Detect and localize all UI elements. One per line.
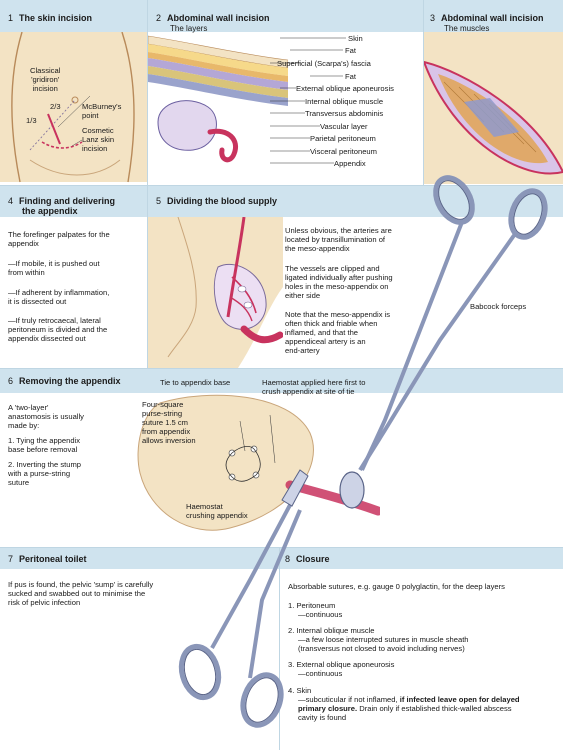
row-divider-1	[0, 185, 563, 186]
row-divider-2	[0, 368, 563, 369]
layer-label-scarpa: Superficial (Scarpa's) fascia	[277, 59, 371, 68]
row-divider-3	[0, 547, 563, 548]
abdomen-outline-illustration	[11, 32, 135, 183]
panel8-item1: 1. Peritoneum—continuous	[288, 601, 343, 619]
divider-4-5	[147, 185, 148, 368]
label-mcburney: McBurney's point	[82, 102, 122, 120]
label-tie-to-base: Tie to appendix base	[160, 378, 231, 387]
panel3-subtitle: The muscles	[444, 24, 490, 33]
layer-label-transversus: Transversus abdominis	[305, 109, 384, 118]
panel2-subtitle: The layers	[170, 24, 208, 33]
panel8-intro: Absorbable sutures, e.g. gauge 0 polygla…	[288, 582, 505, 591]
divider-2-3	[423, 0, 424, 185]
label-two-thirds: 2/3	[50, 102, 61, 111]
panel8-item2: 2. Internal oblique muscle—a few loose i…	[288, 626, 469, 653]
header-band-row3	[0, 368, 563, 393]
layer-label-parietal: Parietal peritoneum	[310, 134, 376, 143]
panel8-item4: 4. Skin —subcuticular if not inflamed, i…	[288, 686, 520, 722]
abdominal-layers-illustration	[148, 35, 288, 163]
label-one-third: 1/3	[26, 116, 37, 125]
label-babcock-forceps: Babcock forceps	[470, 302, 527, 311]
layer-label-skin: Skin	[348, 34, 363, 43]
layer-label-external-oblique: External oblique aponeurosis	[296, 84, 394, 93]
header-band-row1	[0, 0, 563, 32]
panel7-para: If pus is found, the pelvic 'sump' is ca…	[8, 580, 154, 607]
meso-appendix-illustration	[148, 217, 283, 368]
layer-label-internal-oblique: Internal oblique muscle	[305, 97, 384, 106]
muscle-incision-illustration	[424, 32, 563, 184]
layer-label-fat-1: Fat	[345, 46, 356, 55]
panel8-item3: 3. External oblique aponeurosis—continuo…	[288, 660, 395, 678]
label-classical: Classical 'gridiron' incision	[30, 66, 61, 93]
skin-background	[0, 32, 147, 182]
layer-label-appendix: Appendix	[334, 159, 366, 168]
divider-1-2	[147, 0, 148, 185]
layer-leader-lines	[270, 37, 346, 164]
layer-label-visceral: Visceral peritoneum	[310, 147, 377, 156]
layer-label-fat-2: Fat	[345, 72, 356, 81]
layer-label-vascular: Vascular layer	[320, 122, 368, 131]
divider-7-8	[279, 547, 280, 750]
label-cosmetic: Cosmetic Lanz skin incision	[82, 126, 115, 153]
panel4-para3: —If adherent by inflammation,it is disse…	[8, 288, 110, 306]
